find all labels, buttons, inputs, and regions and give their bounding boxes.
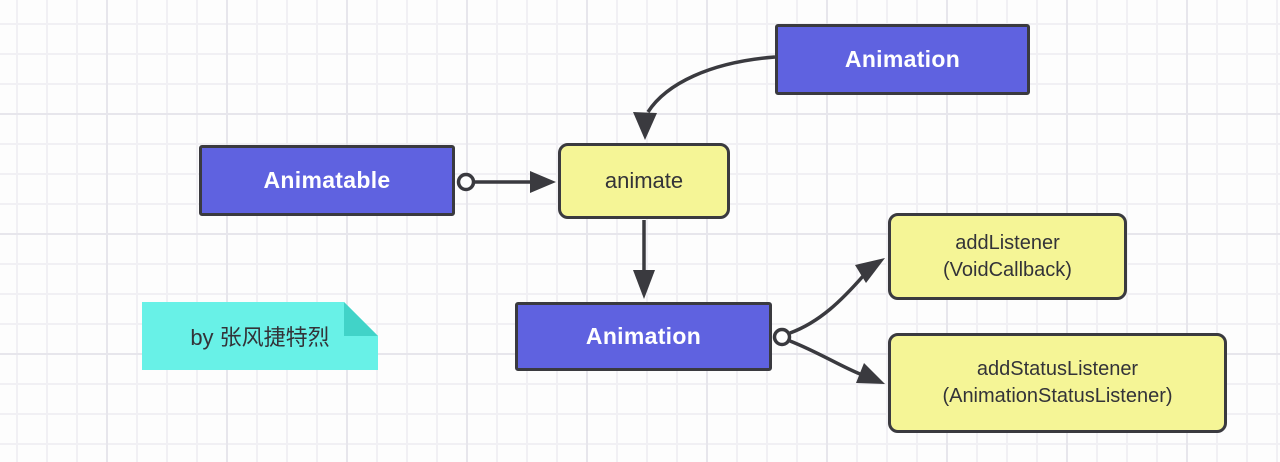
node-animation-bottom: Animation [515, 302, 772, 371]
note-fold-corner-icon [344, 302, 378, 336]
node-animation-top: Animation [775, 24, 1030, 95]
node-animate: animate [558, 143, 730, 219]
edge-curve [646, 55, 776, 113]
node-label: addListener [955, 231, 1060, 254]
connector-circle-icon [772, 327, 792, 347]
node-label: animate [604, 168, 684, 194]
edge-curve-lower [789, 339, 861, 376]
edge-curve-upper [789, 273, 866, 335]
node-add-status-listener: addStatusListener (AnimationStatusListen… [888, 333, 1227, 433]
node-animatable: Animatable [199, 145, 455, 216]
node-label: Animation [585, 322, 702, 349]
author-note: by 张风捷特烈 [142, 302, 378, 370]
node-label: Animation [844, 45, 961, 72]
edge-animatable-to-animate [456, 171, 556, 193]
arrowhead-right-icon [530, 171, 556, 193]
arrowhead-down-icon [633, 270, 655, 299]
arrowhead-upright-icon [855, 258, 885, 283]
edge-animation-to-animate [633, 55, 776, 140]
node-label: addStatusListener [976, 358, 1139, 380]
node-sublabel: (VoidCallback) [943, 258, 1072, 281]
arrowhead-downright-icon [856, 363, 885, 384]
edge-animation-to-listeners [772, 258, 885, 384]
edge-animate-to-animation [633, 220, 655, 299]
node-add-listener: addListener (VoidCallback) [888, 213, 1127, 300]
node-sublabel: (AnimationStatusListener) [942, 385, 1173, 407]
node-label: Animatable [263, 166, 391, 193]
author-note-text: by 张风捷特烈 [190, 325, 330, 350]
arrowhead-down-icon [633, 112, 657, 140]
connector-circle-icon [456, 172, 476, 192]
